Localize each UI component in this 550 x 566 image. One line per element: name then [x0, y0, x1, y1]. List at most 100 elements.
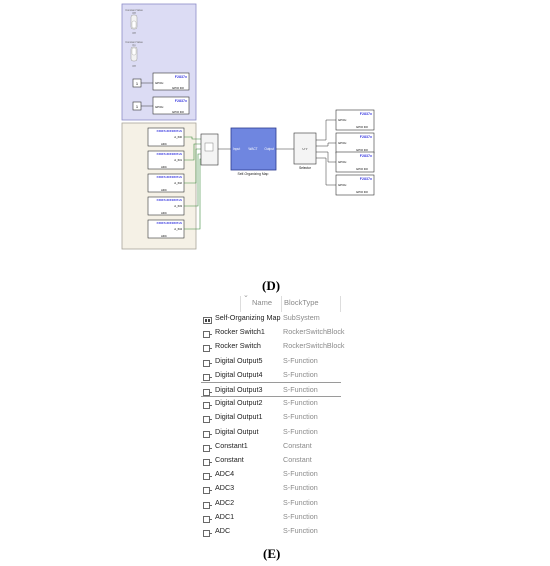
block-type: Constant: [283, 440, 312, 450]
table-row[interactable]: Rocker Switch1 RockerSwitchBlock: [201, 325, 345, 339]
gpio-do-block-1[interactable]: F2837x GPIOx GPIO DO: [152, 72, 190, 91]
som-output-port: Output: [264, 147, 274, 151]
table-row[interactable]: Digital Output5 S-Function: [201, 354, 341, 368]
block-icon: [203, 372, 212, 381]
block-name: ADC4: [215, 469, 235, 479]
adc-block-4[interactable]: F2837xD/F2837xS A_IN4 ADC: [147, 219, 185, 239]
self-organizing-map-block[interactable]: Input WACT Output Self-Organizing Map: [230, 127, 277, 176]
block-badge: F2837x: [360, 112, 372, 116]
block-type: S-Function: [283, 469, 318, 479]
gpio-do-block-2[interactable]: F2837x GPIOx GPIO DO: [152, 96, 190, 115]
block-icon: [203, 471, 212, 481]
block-port: A_IN3: [174, 204, 182, 208]
block-name: ADC: [215, 526, 231, 535]
constant-value: 1: [136, 104, 139, 109]
block-badge: F2837xD/F2837xS: [157, 152, 182, 156]
rocker-switch-2[interactable]: Constant Value On Off: [125, 40, 143, 68]
constant-block-1[interactable]: 1: [132, 78, 142, 88]
block-label: ADC: [161, 165, 167, 169]
table-row[interactable]: ADC1 S-Function: [201, 510, 341, 524]
switch-top-label: Constant Value: [125, 40, 143, 44]
block-badge: F2837x: [360, 135, 372, 139]
table-row[interactable]: ADC3 S-Function: [201, 481, 341, 495]
block-label: ADC: [161, 211, 167, 215]
block-type: SubSystem: [283, 313, 320, 322]
block-badge: F2837x: [175, 75, 187, 79]
block-type: RockerSwitchBlock: [283, 341, 345, 351]
block-type: S-Function: [283, 355, 318, 365]
table-row[interactable]: ADC S-Function: [201, 524, 341, 538]
block-type: RockerSwitchBlock: [283, 327, 345, 337]
name-column-header[interactable]: Name: [252, 298, 273, 307]
gpio-out-block-2[interactable]: F2837x GPIOx GPIO DO: [335, 151, 375, 173]
constant-block-2[interactable]: 1: [132, 101, 142, 111]
block-name: Constant1: [215, 440, 248, 450]
block-icon: [203, 443, 212, 452]
block-port: GPIOx: [155, 105, 164, 109]
constant-value: 1: [136, 81, 139, 86]
gpio-out-block-1[interactable]: F2837x GPIOx GPIO DO: [335, 132, 375, 154]
block-icon: [203, 358, 212, 367]
adc-block-0[interactable]: F2837xD/F2837xS A_IN0 ADC: [147, 127, 185, 147]
switch-bottom-label: Off: [132, 31, 136, 35]
block-port: GPIOx: [338, 183, 347, 187]
adc-block-1[interactable]: F2837xD/F2837xS A_IN1 ADC: [147, 150, 185, 170]
block-port: A_IN0: [174, 135, 182, 139]
block-name: Digital Output4: [215, 369, 263, 379]
adc-block-2[interactable]: F2837xD/F2837xS A_IN2 ADC: [147, 173, 185, 193]
block-icon: [203, 329, 212, 339]
table-row[interactable]: Constant1 Constant: [201, 439, 341, 453]
block-name: Constant: [215, 455, 244, 464]
block-badge: F2837xD/F2837xS: [157, 221, 182, 225]
block-icon: [203, 514, 212, 523]
panel-e-caption: (E): [263, 546, 281, 561]
block-port: A_IN1: [174, 158, 182, 162]
block-label: ADC: [161, 142, 167, 146]
rocker-switch-1[interactable]: Constant Value Off Off: [125, 8, 143, 35]
sort-chevron-icon[interactable]: ⌄: [243, 292, 249, 299]
block-type: S-Function: [283, 483, 318, 493]
gpio-out-block-3[interactable]: F2837x GPIOx GPIO DO: [335, 174, 375, 196]
block-label: GPIO DO: [172, 86, 185, 90]
block-label: ADC: [161, 234, 167, 238]
block-name: Digital Output5: [215, 355, 263, 365]
block-type: S-Function: [283, 511, 318, 521]
table-row[interactable]: Rocker Switch RockerSwitchBlock: [201, 339, 345, 353]
simulink-diagram: Constant Value Off Off Constant Value On…: [121, 3, 375, 250]
block-label: GPIO DO: [356, 148, 369, 152]
block-name: Rocker Switch1: [215, 327, 265, 337]
block-name: ADC1: [215, 511, 235, 521]
gpio-out-block-0[interactable]: F2837x GPIOx GPIO DO: [335, 109, 375, 131]
block-label: GPIO DO: [356, 190, 369, 194]
output-wires: [316, 119, 336, 186]
mux-block[interactable]: [200, 133, 219, 166]
block-label: GPIO DO: [356, 167, 369, 171]
block-type: S-Function: [283, 369, 318, 379]
block-type: S-Function: [283, 526, 318, 535]
block-name: ADC2: [215, 497, 235, 507]
block-name: ADC3: [215, 483, 235, 493]
block-name: Digital Output1: [215, 412, 263, 422]
block-badge: F2837xD/F2837xS: [157, 175, 182, 179]
table-row[interactable]: Digital Output4 S-Function: [201, 368, 341, 382]
block-badge: F2837x: [360, 154, 372, 158]
block-icon: [203, 387, 212, 396]
rocker-switch-paddle: [131, 47, 137, 56]
subsystem-icon: [203, 315, 212, 324]
adc-block-3[interactable]: F2837xD/F2837xS A_IN3 ADC: [147, 196, 185, 216]
selector-caption: Selector: [299, 166, 312, 170]
blocktype-column-header[interactable]: BlockType: [284, 298, 319, 307]
block-type: S-Function: [283, 426, 318, 436]
block-type: S-Function: [283, 398, 318, 408]
selector-block[interactable]: U Y Selector: [293, 132, 317, 170]
som-input-port: Input: [233, 147, 240, 151]
block-name: Rocker Switch: [215, 341, 261, 351]
table-row[interactable]: ADC4 S-Function: [201, 467, 341, 481]
